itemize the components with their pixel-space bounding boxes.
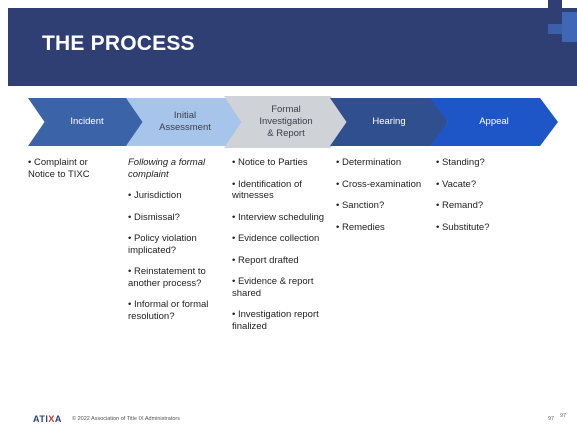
step-investigation-label-line3: & Report — [267, 128, 305, 139]
logo-text-accent: X — [48, 414, 55, 424]
list-item: Identification of witnesses — [232, 179, 330, 202]
list-item: Informal or formal resolution? — [128, 299, 233, 322]
list-item: Complaint or Notice to TIXC — [28, 157, 113, 180]
page-number: 97 — [560, 413, 567, 419]
step-appeal-label: Appeal — [479, 116, 509, 127]
slide-title: THE PROCESS — [42, 32, 195, 55]
step-appeal: Appeal — [430, 98, 558, 146]
list-item: Report drafted — [232, 255, 330, 267]
atixa-logo: ATIXA — [33, 414, 62, 424]
step-assessment-label-line1: Initial — [173, 110, 197, 121]
appeal-column: Standing? Vacate? Remand? Substitute? — [436, 157, 526, 243]
list-item: Jurisdiction — [128, 190, 233, 202]
step-incident: Incident — [28, 98, 146, 146]
corner-accent-dark — [548, 0, 562, 24]
list-item: Reinstatement to another process? — [128, 266, 233, 289]
list-item: Vacate? — [436, 179, 526, 191]
list-item: Dismissal? — [128, 212, 233, 224]
step-formal-investigation: Formal Investigation & Report — [224, 96, 348, 148]
list-item: Policy violation implicated? — [128, 233, 233, 256]
list-item: Notice to Parties — [232, 157, 330, 169]
list-item: Remand? — [436, 200, 526, 212]
corner-accent-mid — [548, 24, 562, 34]
list-item: Evidence & report shared — [232, 276, 330, 299]
step-hearing-label: Hearing — [372, 116, 406, 127]
hearing-column: Determination Cross-examination Sanction… — [336, 157, 424, 243]
list-item: Remedies — [336, 222, 424, 234]
title-bar — [8, 8, 577, 86]
logo-text-end: A — [54, 414, 62, 424]
list-item: Investigation report finalized — [232, 309, 330, 332]
list-item: Evidence collection — [232, 233, 330, 245]
assessment-column: Following a formal complaint Jurisdictio… — [128, 157, 233, 332]
step-investigation-label-line1: Formal — [271, 104, 301, 115]
step-initial-assessment: Initial Assessment — [126, 98, 244, 146]
assessment-lead-text: Following a formal complaint — [128, 157, 206, 180]
list-item: Cross-examination — [336, 179, 424, 191]
list-item: Sanction? — [336, 200, 424, 212]
copyright-text: © 2022 Association of Title IX Administr… — [72, 416, 180, 422]
list-item: Standing? — [436, 157, 526, 169]
list-item: Interview scheduling — [232, 212, 330, 224]
step-hearing: Hearing — [330, 98, 448, 146]
logo-text-main: ATI — [33, 414, 49, 424]
step-assessment-label-line2: Assessment — [159, 122, 211, 133]
step-incident-label: Incident — [70, 116, 104, 127]
list-item: Determination — [336, 157, 424, 169]
incident-column: Complaint or Notice to TIXC — [28, 157, 113, 190]
corner-accent-light — [562, 12, 577, 42]
investigation-column: Notice to Parties Identification of witn… — [232, 157, 330, 342]
list-item: Substitute? — [436, 222, 526, 234]
page-number-small: 97 — [548, 416, 555, 422]
step-investigation-label-line2: Investigation — [259, 116, 313, 127]
